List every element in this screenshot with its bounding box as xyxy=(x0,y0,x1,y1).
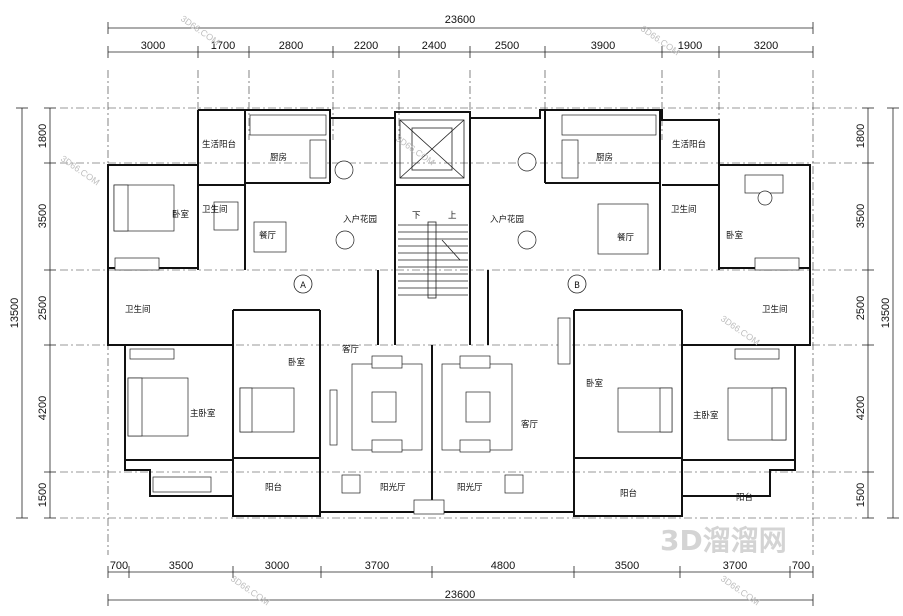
left-living-label: 客厅 xyxy=(342,344,360,355)
right-bathroom-top-label: 卫生间 xyxy=(671,204,697,215)
left-dining-label: 餐厅 xyxy=(259,231,277,241)
left-kitchen-label: 厨房 xyxy=(270,152,287,163)
watermark-logo: 3D溜溜网 xyxy=(660,524,787,557)
top-dim-1: 3000 xyxy=(141,40,165,52)
room-labels-left: 生活阳台 厨房 入户花园 卧室 卫生间 餐厅 卫生间 卧室 客厅 主卧室 阳台 … xyxy=(125,139,406,493)
left-bathroom-side-label: 卫生间 xyxy=(125,304,151,315)
bottom-dim-5: 4800 xyxy=(491,560,515,572)
left-total-dimension: 13500 xyxy=(9,298,21,329)
right-kitchen-label: 厨房 xyxy=(596,152,613,163)
watermark-site-3: 3D66.COM xyxy=(59,153,102,187)
walls xyxy=(107,109,811,517)
right-dim-5: 1500 xyxy=(855,483,867,507)
right-sun-hall-label: 阳光厅 xyxy=(457,482,483,493)
left-bedroom-top-label: 卧室 xyxy=(172,209,190,220)
top-dim-2: 1700 xyxy=(211,40,235,52)
watermark-site-1: 3D66.COM xyxy=(179,13,222,47)
right-bedroom-mid-label: 卧室 xyxy=(586,378,604,389)
right-lower-balcony-label: 阳台 xyxy=(736,492,753,503)
watermark-site-6: 3D66.COM xyxy=(229,573,272,607)
bottom-dim-4: 3700 xyxy=(365,560,389,572)
stair-down-label: 下 xyxy=(412,211,421,221)
right-dim-4: 4200 xyxy=(855,396,867,420)
room-labels-right: 生活阳台 厨房 入户花园 卫生间 餐厅 卧室 卫生间 卧室 客厅 主卧室 阳台 … xyxy=(457,139,788,503)
right-dim-2: 3500 xyxy=(855,204,867,228)
top-dimensions: 23600 3000 1700 2800 2200 2400 2500 3900… xyxy=(107,14,814,58)
left-balcony-label: 阳台 xyxy=(265,482,282,493)
stair-up-label: 上 xyxy=(448,211,457,221)
top-dim-9: 3200 xyxy=(754,40,778,52)
watermark-site-7: 3D66.COM xyxy=(719,573,762,607)
right-master-bedroom-label: 主卧室 xyxy=(693,410,719,421)
axis-marker-a: A xyxy=(300,281,306,291)
left-dim-1: 1800 xyxy=(37,124,49,148)
bottom-dim-8: 700 xyxy=(792,560,810,572)
furniture xyxy=(113,114,800,515)
right-dining-label: 餐厅 xyxy=(617,233,635,243)
left-dim-3: 2500 xyxy=(37,296,49,320)
bottom-dimensions: 700 3500 3000 3700 4800 3500 3700 700 23… xyxy=(107,560,814,606)
stair-core: 下 上 xyxy=(398,119,468,299)
right-dim-3: 2500 xyxy=(855,296,867,320)
axis-marker-b: B xyxy=(574,281,580,291)
right-total-dimension: 13500 xyxy=(880,298,892,329)
right-living-label: 客厅 xyxy=(521,419,539,430)
left-dim-2: 3500 xyxy=(37,204,49,228)
top-dim-3: 2800 xyxy=(279,40,303,52)
right-laundry-balcony-label: 生活阳台 xyxy=(672,139,706,150)
top-dim-6: 2500 xyxy=(495,40,519,52)
top-total-dimension: 23600 xyxy=(445,14,476,26)
right-entry-garden-label: 入户花园 xyxy=(490,214,524,225)
left-dim-5: 1500 xyxy=(37,483,49,507)
right-dim-1: 1800 xyxy=(855,124,867,148)
bottom-total-dimension: 23600 xyxy=(445,589,476,601)
top-dim-5: 2400 xyxy=(422,40,446,52)
top-dim-4: 2200 xyxy=(354,40,378,52)
left-master-bedroom-label: 主卧室 xyxy=(190,408,216,419)
right-balcony-label: 阳台 xyxy=(620,488,637,499)
left-laundry-balcony-label: 生活阳台 xyxy=(202,139,236,150)
left-dim-4: 4200 xyxy=(37,396,49,420)
left-sun-hall-label: 阳光厅 xyxy=(380,482,406,493)
bottom-dim-6: 3500 xyxy=(615,560,639,572)
left-dimensions: 1800 3500 2500 4200 1500 13500 xyxy=(9,107,56,519)
bottom-dim-1: 700 xyxy=(110,560,128,572)
left-bedroom-mid-label: 卧室 xyxy=(288,357,306,368)
top-dim-8: 1900 xyxy=(678,40,702,52)
right-bedroom-top-label: 卧室 xyxy=(726,230,744,241)
bottom-dim-2: 3500 xyxy=(169,560,193,572)
bottom-dim-7: 3700 xyxy=(723,560,747,572)
right-dimensions: 1800 3500 2500 4200 1500 13500 xyxy=(855,107,899,519)
left-bathroom-top-label: 卫生间 xyxy=(202,204,228,215)
right-bathroom-side-label: 卫生间 xyxy=(762,304,788,315)
axis-markers: A B xyxy=(293,274,587,294)
top-dim-7: 3900 xyxy=(591,40,615,52)
left-entry-garden-label: 入户花园 xyxy=(343,214,377,225)
bottom-dim-3: 3000 xyxy=(265,560,289,572)
watermark-site-5: 3D66.COM xyxy=(719,313,762,347)
